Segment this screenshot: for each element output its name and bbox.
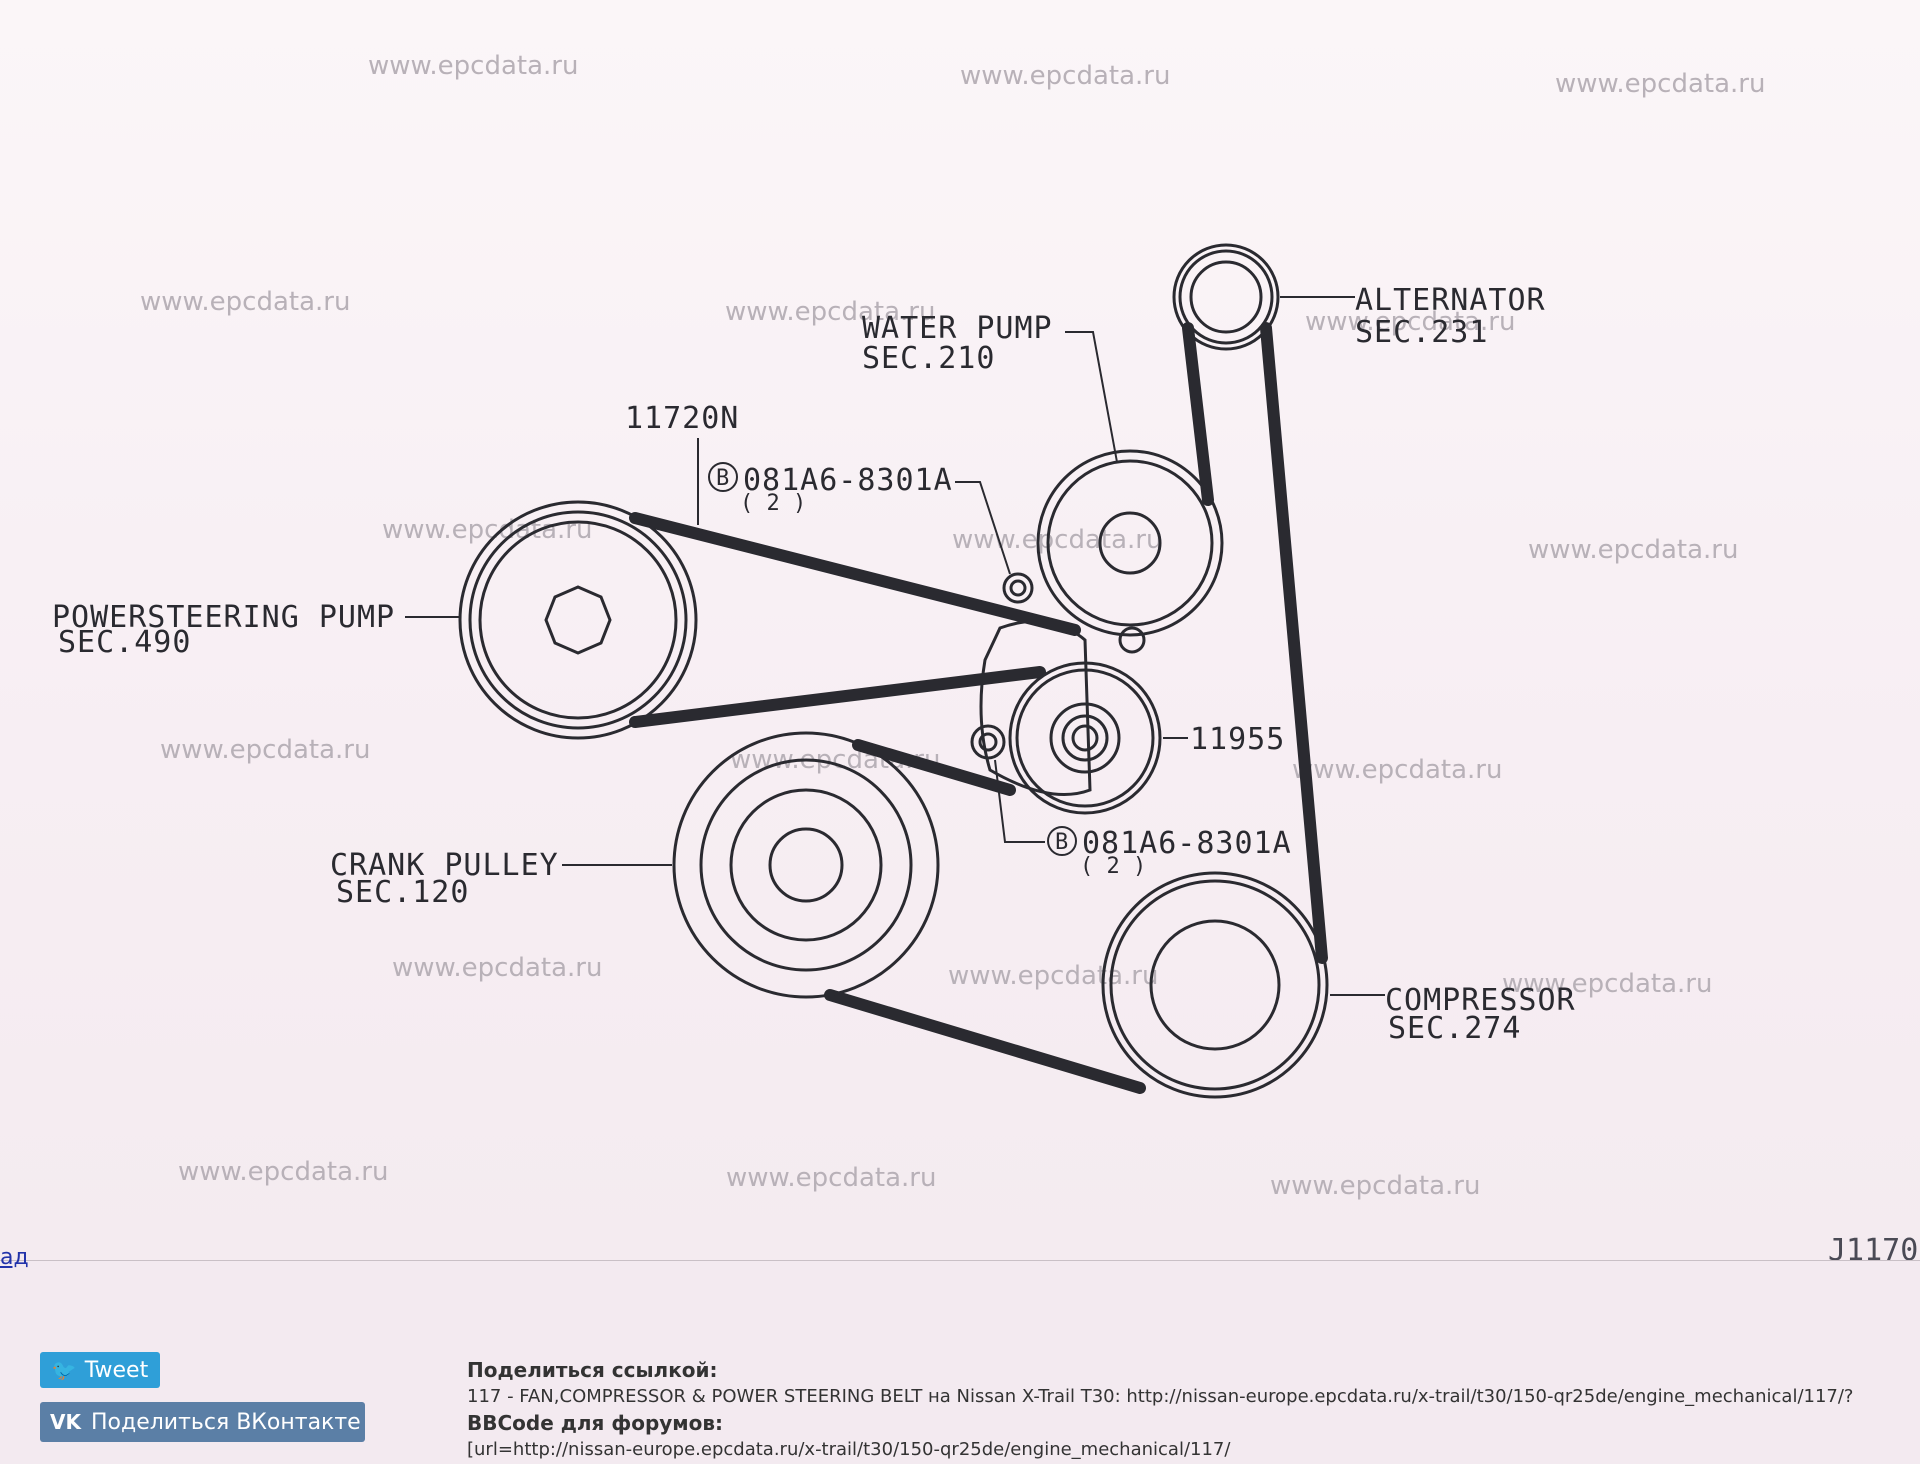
vk-logo-icon: VK <box>50 1410 81 1434</box>
water-pump-section: SEC.210 <box>862 341 995 376</box>
watermark: www.epcdata.ru <box>725 297 935 327</box>
vk-share-label: Поделиться ВКонтакте <box>90 1409 361 1435</box>
bolt-top-quantity: ( 2 ) <box>740 491 806 516</box>
watermark: www.epcdata.ru <box>368 51 578 81</box>
watermark: www.epcdata.ru <box>1502 969 1712 999</box>
compressor-section: SEC.274 <box>1388 1011 1521 1046</box>
bbcode-title: BBCode для форумов: <box>467 1411 724 1435</box>
compressor-label: COMPRESSOR <box>1385 983 1576 1018</box>
bolt-marker-icon <box>1047 826 1077 856</box>
diagram-frame: www.epcdata.ru www.epcdata.ru www.epcdat… <box>0 0 1920 1261</box>
watermarks: www.epcdata.ru www.epcdata.ru www.epcdat… <box>140 51 1765 1201</box>
diagram-code: J1170 <box>1828 1233 1918 1260</box>
leader-lines <box>405 296 1385 996</box>
watermark: www.epcdata.ru <box>960 61 1170 91</box>
bolt-marker-icon <box>708 462 738 492</box>
crank-pulley-section: SEC.120 <box>336 875 469 910</box>
water-pump-label: WATER PUMP <box>862 311 1053 346</box>
watermark: www.epcdata.ru <box>1270 1171 1480 1201</box>
watermark: www.epcdata.ru <box>952 525 1162 555</box>
alternator-section: SEC.231 <box>1355 315 1488 350</box>
crank-pulley <box>672 731 940 999</box>
watermark: www.epcdata.ru <box>160 735 370 765</box>
bolt-marker-letter: B <box>1055 830 1068 855</box>
belt-part-number: 11720N <box>625 401 739 436</box>
partial-link[interactable]: ад <box>0 1245 29 1270</box>
water-pump-pulley <box>1036 449 1224 637</box>
power-steering-label: POWERSTEERING PUMP <box>52 600 395 635</box>
watermark: www.epcdata.ru <box>726 1163 936 1193</box>
watermark: www.epcdata.ru <box>178 1157 388 1187</box>
watermark: www.epcdata.ru <box>948 961 1158 991</box>
tweet-button[interactable]: 🐦 Tweet <box>40 1352 160 1388</box>
belt-diagram: www.epcdata.ru www.epcdata.ru www.epcdat… <box>52 51 1918 1260</box>
belt-segment <box>852 739 1016 796</box>
tensioner-pulley <box>1008 661 1162 815</box>
belt-segment <box>1260 322 1328 964</box>
watermark: www.epcdata.ru <box>140 287 350 317</box>
belt-segment <box>1182 322 1214 506</box>
watermark: www.epcdata.ru <box>1305 307 1515 337</box>
watermark: www.epcdata.ru <box>1555 69 1765 99</box>
watermark: www.epcdata.ru <box>392 953 602 983</box>
twitter-bird-icon: 🐦 <box>51 1358 77 1382</box>
watermark: www.epcdata.ru <box>1292 755 1502 785</box>
watermark: www.epcdata.ru <box>382 515 592 545</box>
belt <box>629 322 1328 1094</box>
bolt-bottom-quantity: ( 2 ) <box>1080 854 1146 879</box>
power-steering-section: SEC.490 <box>58 625 191 660</box>
tensioner-assembly <box>970 572 1146 796</box>
share-link-line: 117 - FAN,COMPRESSOR & POWER STEERING BE… <box>467 1386 1917 1407</box>
watermark: www.epcdata.ru <box>1528 535 1738 565</box>
alternator-pulley <box>1172 243 1280 351</box>
share-link[interactable]: 117 - FAN,COMPRESSOR & POWER STEERING BE… <box>467 1386 1854 1407</box>
share-title: Поделиться ссылкой: <box>467 1358 718 1382</box>
belt-segment <box>629 512 1081 636</box>
share-block: Поделиться ссылкой: 117 - FAN,COMPRESSOR… <box>467 1358 1917 1464</box>
belt-segment <box>824 989 1146 1094</box>
belt-segment <box>629 666 1046 728</box>
vk-share-button[interactable]: VK Поделиться ВКонтакте <box>40 1402 365 1442</box>
bolt-top-part-number: 081A6-8301A <box>743 463 953 498</box>
tweet-label: Tweet <box>84 1357 149 1383</box>
power-steering-pulley <box>458 500 698 740</box>
crank-pulley-label: CRANK PULLEY <box>330 848 559 883</box>
bolt-bottom-part-number: 081A6-8301A <box>1082 826 1292 861</box>
bolt-marker-letter: B <box>716 466 729 491</box>
alternator-label: ALTERNATOR <box>1355 283 1546 318</box>
compressor-pulley <box>1101 871 1329 1099</box>
bbcode-text[interactable]: [url=http://nissan-europe.epcdata.ru/x-t… <box>467 1439 1231 1460</box>
tensioner-part-number: 11955 <box>1190 722 1285 757</box>
